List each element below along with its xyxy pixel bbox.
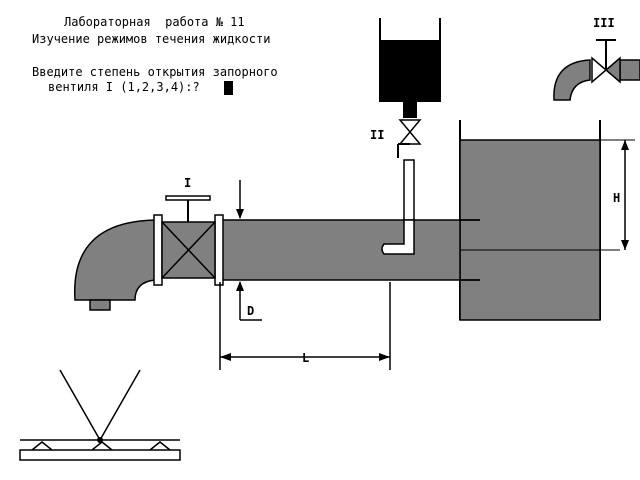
water-tank — [459, 120, 620, 321]
label-height: H — [613, 191, 621, 205]
title-line-2: Изучение режимов течения жидкости — [32, 32, 271, 46]
height-dimension — [600, 139, 635, 250]
prompt-line-1: Введите степень открытия запорного — [32, 65, 278, 79]
length-dimension — [219, 282, 391, 370]
text-cursor[interactable] — [224, 81, 233, 95]
label-length: L — [302, 351, 310, 365]
dye-reservoir — [379, 18, 441, 118]
label-valve-iii: III — [593, 16, 615, 30]
main-pipe — [219, 219, 480, 281]
stand-base — [19, 369, 181, 461]
prompt-line-2: вентиля I (1,2,3,4):? — [48, 80, 200, 94]
label-diameter: D — [247, 304, 255, 318]
diameter-dimension — [236, 180, 262, 321]
valve-i-icon[interactable] — [153, 195, 224, 286]
inlet-elbow — [74, 219, 156, 311]
valve-iii-icon[interactable] — [553, 39, 640, 101]
label-valve-ii: II — [370, 128, 385, 142]
label-valve-i: I — [184, 176, 192, 190]
valve-ii-icon[interactable] — [397, 119, 422, 158]
title-line-1: Лабораторная работа № 11 — [64, 15, 245, 29]
